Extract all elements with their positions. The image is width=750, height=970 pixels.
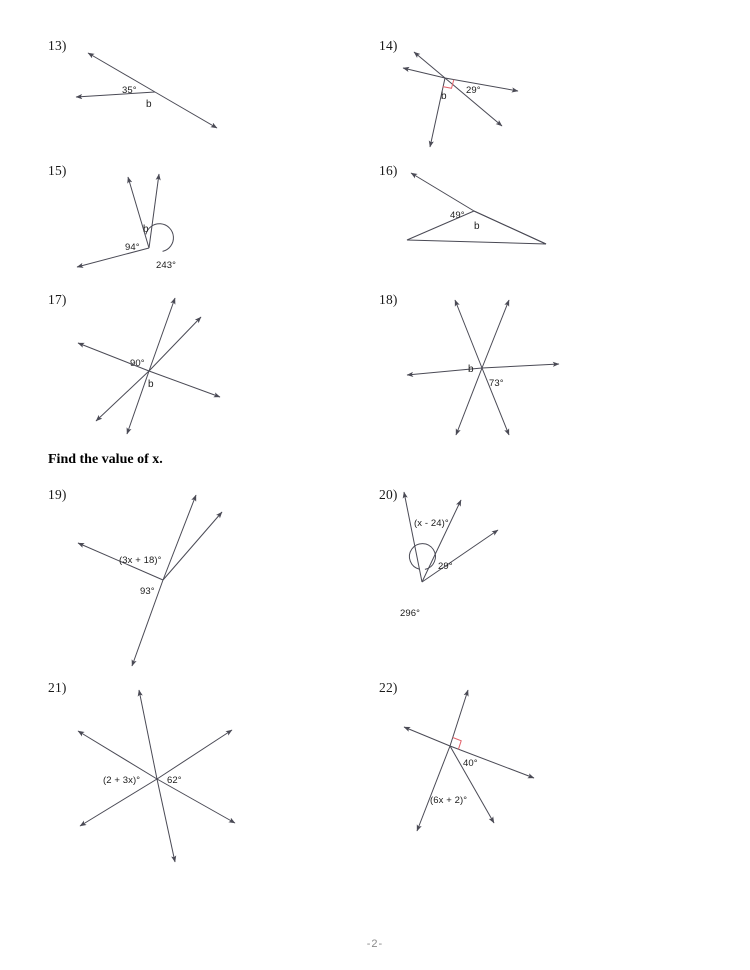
angle-label-40: 40° [463,758,478,769]
ray-up-steep [148,297,176,372]
footer-page-number: -2- [366,938,384,950]
problem-number-22: 22) [379,680,398,695]
segment-to-far-vertex [473,210,547,245]
ray-up-steep [137,689,158,780]
angle-label-29: 29° [438,561,453,572]
ray-up-left [127,176,150,249]
angle-label-b: b [143,224,149,235]
ray-up-right [481,299,510,369]
ray-up [449,689,469,747]
ray-left [402,66,446,79]
ray-up-right [156,729,233,780]
ray-right-up [421,529,499,583]
ray-up-left [77,730,158,780]
problem-number-20: 20) [379,487,398,502]
angle-label-b: b [146,99,152,110]
ray-down-left [455,367,483,436]
problem-figure-19 [77,494,223,667]
ray-left-up [403,726,451,747]
angle-label-29: 29° [466,85,481,96]
ray-down-right [154,91,218,129]
ray-up-left [402,491,423,583]
problem-number-18: 18) [379,292,398,307]
angle-label-b: b [148,379,154,390]
ray-up-right [148,316,202,372]
angle-label-90: 90° [130,358,145,369]
angle-label-93: 93° [140,586,155,597]
ray-right [481,361,560,369]
section-heading-0: Find the value of x. [48,452,163,467]
problem-number-13: 13) [48,38,67,53]
angle-label-296: 296° [400,608,421,619]
problem-figure-18 [406,299,560,436]
ray-down-right [148,370,221,398]
right-angle-marker [452,737,462,750]
angle-label-73: 73° [489,378,504,389]
angle-label-b: b [474,221,480,232]
problem-figure-21 [77,689,236,863]
ray-down-steep [126,370,150,435]
ray-down-steep [156,778,177,863]
problem-number-15: 15) [48,163,67,178]
problem-figure-13 [75,52,218,129]
angle-label-2-3x: (2 + 3x)° [103,775,141,786]
problem-number-17: 17) [48,292,67,307]
reflex-angle-arc [145,223,174,252]
ray-up-left-extension [410,172,475,212]
problem-figure-14 [402,51,519,148]
angle-label-x-24: (x - 24)° [414,518,449,529]
ray-left [75,91,156,100]
ray-up-left [454,299,483,369]
ray-up-right [162,511,223,581]
ray-right [444,77,519,93]
ray-down-left [79,778,158,827]
ray-up-steep [162,494,197,581]
right-angle-marker [442,79,455,89]
angle-label-3x-18: (3x + 18)° [119,555,162,566]
problem-number-16: 16) [379,163,398,178]
ray-down-left [95,370,150,422]
angle-label-35: 35° [122,85,137,96]
reflex-angle-arc [408,543,436,570]
ray-up-left [413,51,446,79]
angle-label-62: 62° [167,775,182,786]
angle-label-243: 243° [156,260,177,271]
angle-label-b: b [441,91,447,102]
angle-label-94: 94° [125,242,140,253]
angle-label-49: 49° [450,210,465,221]
angle-label-6x-2: (6x + 2)° [430,795,468,806]
angle-label-b: b [468,364,474,375]
problem-number-21: 21) [48,680,67,695]
ray-down-left [416,745,451,832]
ray-up-right [148,173,161,249]
ray-down [428,77,446,148]
problem-number-14: 14) [379,38,398,53]
problem-figure-16 [406,172,547,245]
problem-figure-15 [76,173,174,268]
problem-number-19: 19) [48,487,67,502]
problem-figure-17 [77,297,221,435]
